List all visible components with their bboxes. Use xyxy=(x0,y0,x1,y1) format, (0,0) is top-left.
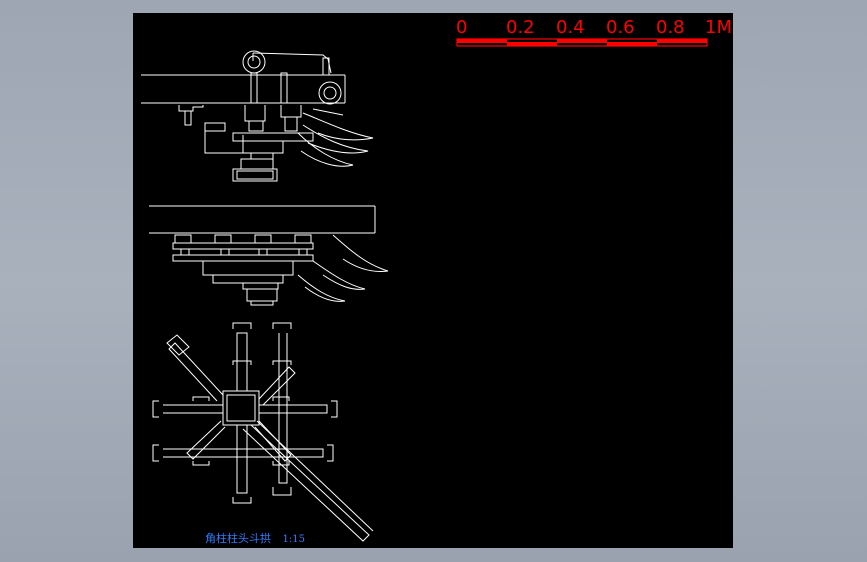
scale-label-0: 0 xyxy=(456,17,467,38)
scale-label-1: 0.2 xyxy=(506,17,535,38)
scale-segment xyxy=(557,39,607,43)
scale-segment xyxy=(657,39,707,43)
elevation-view-middle xyxy=(149,205,389,306)
plan-view xyxy=(152,322,374,542)
scale-label-4: 0.8 xyxy=(656,17,685,38)
scale-label-3: 0.6 xyxy=(606,17,635,38)
elevation-view-top xyxy=(141,50,374,182)
drawing-canvas: 0 0.2 0.4 0.6 0.8 1M xyxy=(133,13,733,548)
scale-segment xyxy=(507,42,557,46)
scale-label-2: 0.4 xyxy=(556,17,585,38)
caption-title: 角柱柱头斗拱 xyxy=(205,532,271,545)
caption-scale: 1:15 xyxy=(282,534,305,545)
scale-segment xyxy=(607,42,657,46)
scale-bar: 0 0.2 0.4 0.6 0.8 1M xyxy=(456,17,732,47)
scale-label-5: 1M xyxy=(705,17,732,38)
drawing-caption: 角柱柱头斗拱 1:15 xyxy=(205,530,305,546)
scale-segment xyxy=(457,39,507,43)
